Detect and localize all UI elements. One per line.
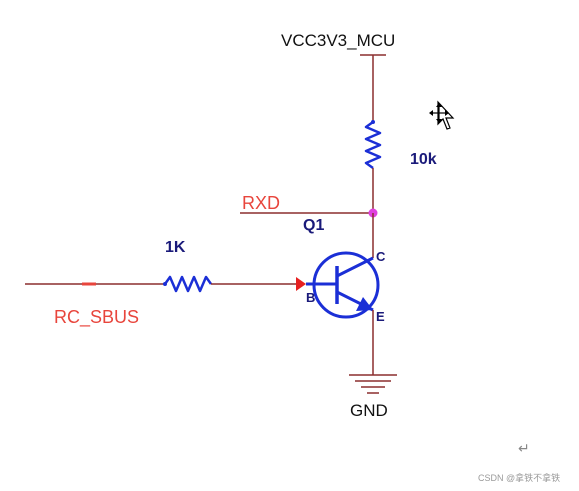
vcc-label: VCC3V3_MCU [281,31,396,50]
transistor-emitter-arrow [356,297,373,311]
rc-sbus-net-label: RC_SBUS [54,307,140,327]
paragraph-return-icon: ↵ [518,440,530,456]
resistor-1k-value: 1K [165,239,186,256]
rxd-net-label: RXD [242,193,281,213]
move-cursor-icon [429,100,455,130]
signal-arrow-icon [296,277,306,291]
resistor-1k [163,275,213,293]
collector-pin-label: C [376,249,386,264]
resistor-10k-pin-dot [371,120,375,124]
base-pin-label: B [306,290,316,305]
resistor-1k-pin-dot [163,282,167,286]
transistor-collector-lead [336,256,374,278]
ground-symbol [349,374,397,394]
resistor-10k [364,120,382,170]
gnd-label: GND [350,401,388,420]
transistor-designator: Q1 [303,217,325,234]
watermark-text: CSDN @拿铁不拿铁 [478,473,561,483]
emitter-pin-label: E [376,309,385,324]
resistor-10k-value: 10k [410,151,437,168]
